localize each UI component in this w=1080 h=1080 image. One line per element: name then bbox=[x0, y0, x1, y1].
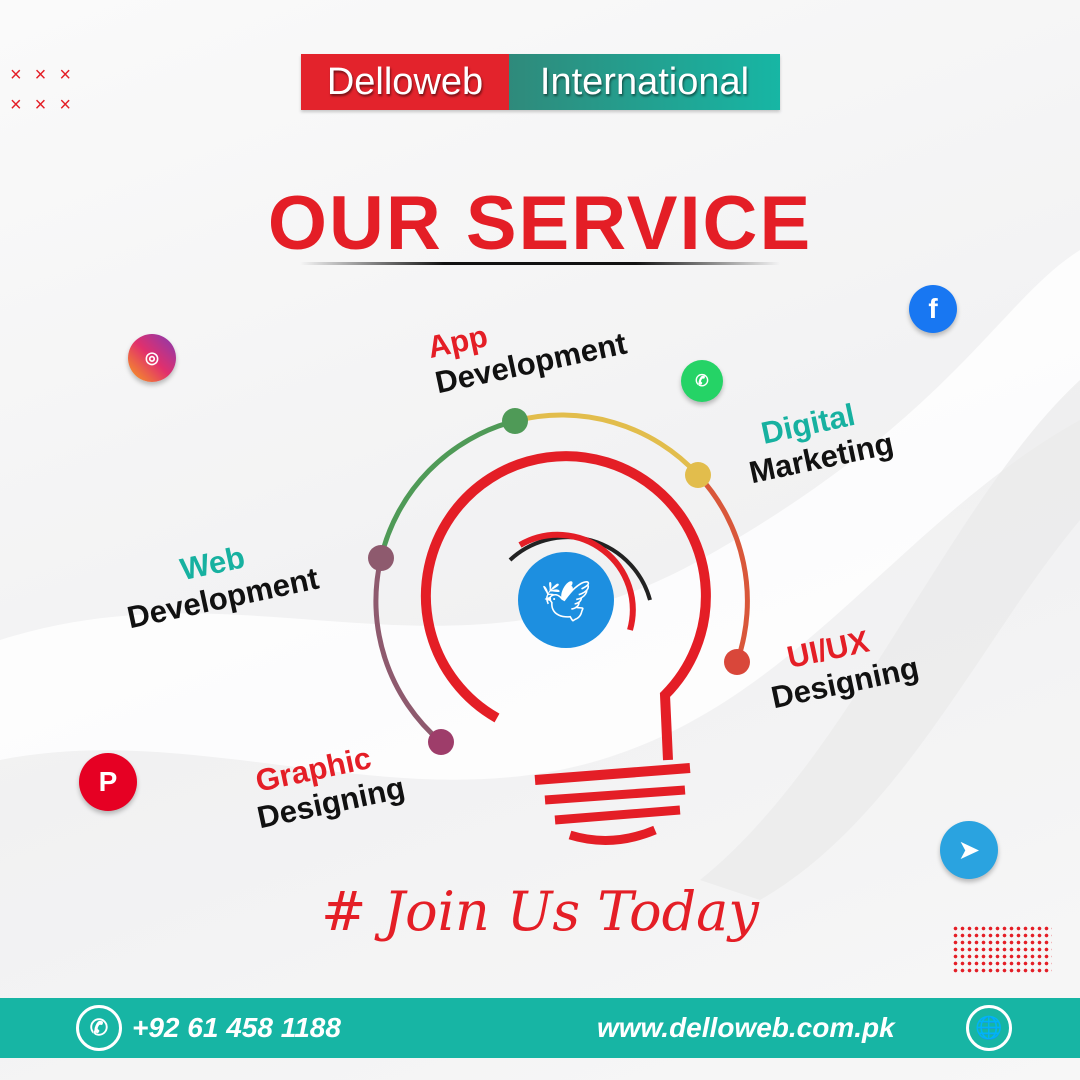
arc-segment bbox=[378, 418, 516, 559]
svg-text:🕊: 🕊 bbox=[541, 579, 592, 625]
logo-right-text: International bbox=[509, 54, 780, 110]
facebook-icon: f bbox=[909, 285, 957, 333]
logo-left-text: Delloweb bbox=[301, 54, 509, 110]
globe-icon: 🌐 bbox=[966, 1005, 1012, 1051]
pinterest-icon: P bbox=[79, 753, 137, 811]
phone-icon: ✆ bbox=[76, 1005, 122, 1051]
brand-logo: Delloweb International bbox=[301, 54, 780, 110]
x-pattern-decoration: ×××××× bbox=[10, 64, 85, 116]
instagram-icon: ◎ bbox=[128, 334, 176, 382]
node-web bbox=[368, 545, 394, 571]
page-title: OUR SERVICE bbox=[267, 181, 813, 266]
node-digital bbox=[685, 462, 711, 488]
arc-segment bbox=[696, 473, 750, 663]
bulb-outline bbox=[420, 451, 711, 761]
arc-segment bbox=[373, 557, 443, 744]
contact-bar: ✆ +92 61 458 1188 www.delloweb.com.pk 🌐 bbox=[0, 998, 1080, 1058]
tagline: # Join Us Today bbox=[321, 880, 759, 943]
arc-segment bbox=[514, 412, 700, 477]
node-uiux bbox=[724, 649, 750, 675]
node-graphic bbox=[428, 729, 454, 755]
dot-pattern-decoration bbox=[952, 925, 1052, 973]
node-app bbox=[502, 408, 528, 434]
phone-number[interactable]: +92 61 458 1188 bbox=[132, 1012, 341, 1043]
title-divider bbox=[300, 262, 780, 265]
whatsapp-icon: ✆ bbox=[681, 360, 723, 402]
twitter-icon bbox=[518, 552, 614, 648]
telegram-icon: ➤ bbox=[940, 821, 998, 879]
website-link[interactable]: www.delloweb.com.pk bbox=[597, 1012, 895, 1043]
